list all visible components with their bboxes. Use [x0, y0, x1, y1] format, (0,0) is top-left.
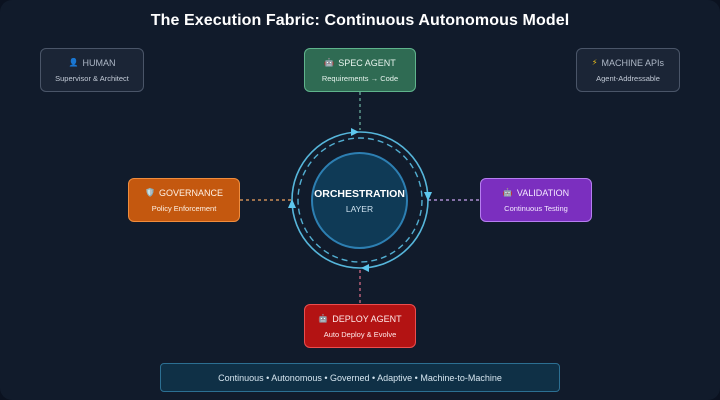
person-icon: 👤: [68, 58, 79, 67]
core-subtitle: LAYER: [345, 203, 374, 214]
ring-arrow-right: [424, 192, 432, 201]
orchestration-layer-core: ORCHESTRATION LAYER: [311, 152, 408, 249]
footer-banner: Continuous • Autonomous • Governed • Ada…: [160, 363, 560, 392]
ring-arrow-bottom: [361, 264, 369, 272]
ring-arrow-top: [351, 128, 359, 136]
lightning-icon: ⚡: [591, 58, 598, 67]
spec-agent-label: SPEC AGENT: [338, 57, 396, 68]
spec-agent-node: 🤖 SPEC AGENT Requirements → Code: [304, 48, 416, 92]
governance-sub: Policy Enforcement: [151, 203, 217, 213]
validation-sub: Continuous Testing: [504, 203, 568, 213]
inner-dashed-ring: [297, 137, 423, 263]
robot-icon: 🤖: [318, 314, 329, 323]
validation-label: VALIDATION: [516, 187, 570, 198]
machine-apis-label: MACHINE APIs: [601, 57, 665, 68]
human-node: 👤 HUMAN Supervisor & Architect: [40, 48, 144, 92]
governance-label: GOVERNANCE: [158, 187, 223, 198]
human-sub: Supervisor & Architect: [55, 73, 129, 83]
machine-apis-sub: Agent-Addressable: [596, 73, 660, 83]
core-title: ORCHESTRATION: [314, 187, 405, 200]
validation-node: 🤖 VALIDATION Continuous Testing: [480, 178, 592, 222]
robot-icon: 🤖: [502, 188, 513, 197]
spec-agent-sub: Requirements → Code: [321, 73, 399, 83]
deploy-agent-sub: Auto Deploy & Evolve: [323, 329, 397, 339]
deploy-agent-label: DEPLOY AGENT: [332, 313, 402, 324]
machine-apis-node: ⚡ MACHINE APIs Agent-Addressable: [576, 48, 680, 92]
human-label: HUMAN: [82, 57, 116, 68]
diagram-title: The Execution Fabric: Continuous Autonom…: [150, 12, 570, 29]
governance-node: 🛡️ GOVERNANCE Policy Enforcement: [128, 178, 240, 222]
shield-icon: 🛡️: [145, 188, 155, 197]
deploy-agent-node: 🤖 DEPLOY AGENT Auto Deploy & Evolve: [304, 304, 416, 348]
ring-arrow-left: [288, 199, 296, 208]
robot-icon: 🤖: [324, 58, 335, 67]
